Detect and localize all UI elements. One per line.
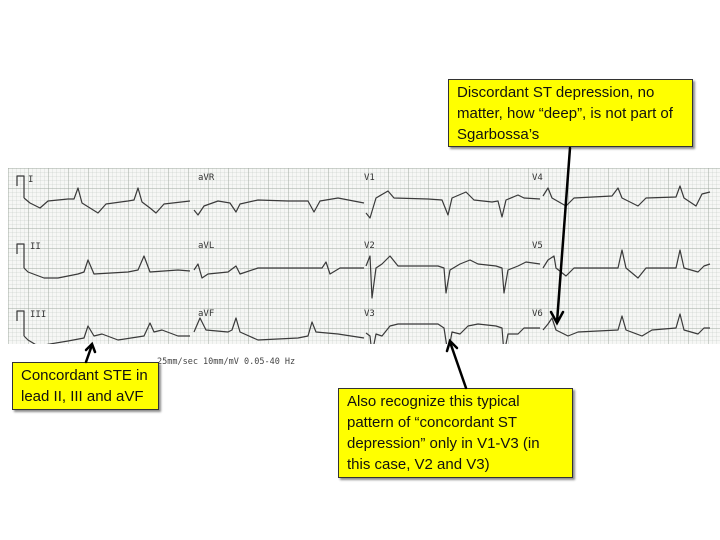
- calibration-pulse-row3: [16, 310, 25, 336]
- lead-label-V4: V4: [532, 173, 543, 183]
- trace-V4: [542, 185, 711, 207]
- lead-label-V1: V1: [364, 173, 375, 183]
- lead-label-I: I: [28, 175, 34, 185]
- trace-aVR: [193, 197, 365, 216]
- ecg-settings-footer: 25mm/sec 10mm/mV 0.05-40 Hz: [157, 357, 296, 367]
- lead-label-aVL: aVL: [198, 241, 215, 251]
- ecg-strip: I II III aVR aVL aVF V1 V2 V3 V4 V5 V6: [8, 168, 720, 344]
- ecg-traces: [16, 175, 711, 344]
- arrow-to-v3: [448, 340, 468, 390]
- lead-label-V3: V3: [364, 309, 375, 319]
- trace-V3: [365, 323, 540, 344]
- callout-discordant-st-depression: Discordant ST depression, no matter, how…: [448, 79, 693, 147]
- lead-label-V6: V6: [532, 309, 543, 319]
- trace-lead-II: [23, 255, 191, 279]
- calibration-pulse-row1: [16, 175, 25, 198]
- trace-aVL: [193, 261, 364, 279]
- trace-V1: [365, 190, 541, 219]
- trace-V5: [542, 249, 711, 279]
- trace-V2: [365, 255, 541, 299]
- trace-aVF: [193, 317, 365, 341]
- arrow-to-lead-iii: [84, 343, 94, 364]
- callout-concordant-ste: Concordant STE in lead II, III and aVF: [12, 362, 159, 410]
- lead-label-aVF: aVF: [198, 309, 215, 319]
- lead-label-III: III: [30, 310, 47, 320]
- lead-label-aVR: aVR: [198, 173, 215, 183]
- lead-label-II: II: [30, 242, 41, 252]
- trace-V6: [542, 313, 710, 337]
- trace-lead-III: [23, 322, 190, 344]
- lead-label-V5: V5: [532, 241, 543, 251]
- arrow-to-lead-iii-head: [84, 341, 97, 354]
- lead-label-V2: V2: [364, 241, 375, 251]
- trace-lead-I: [23, 187, 191, 214]
- callout-concordant-st-depression: Also recognize this typical pattern of “…: [338, 388, 573, 478]
- calibration-pulse-row2: [16, 243, 25, 268]
